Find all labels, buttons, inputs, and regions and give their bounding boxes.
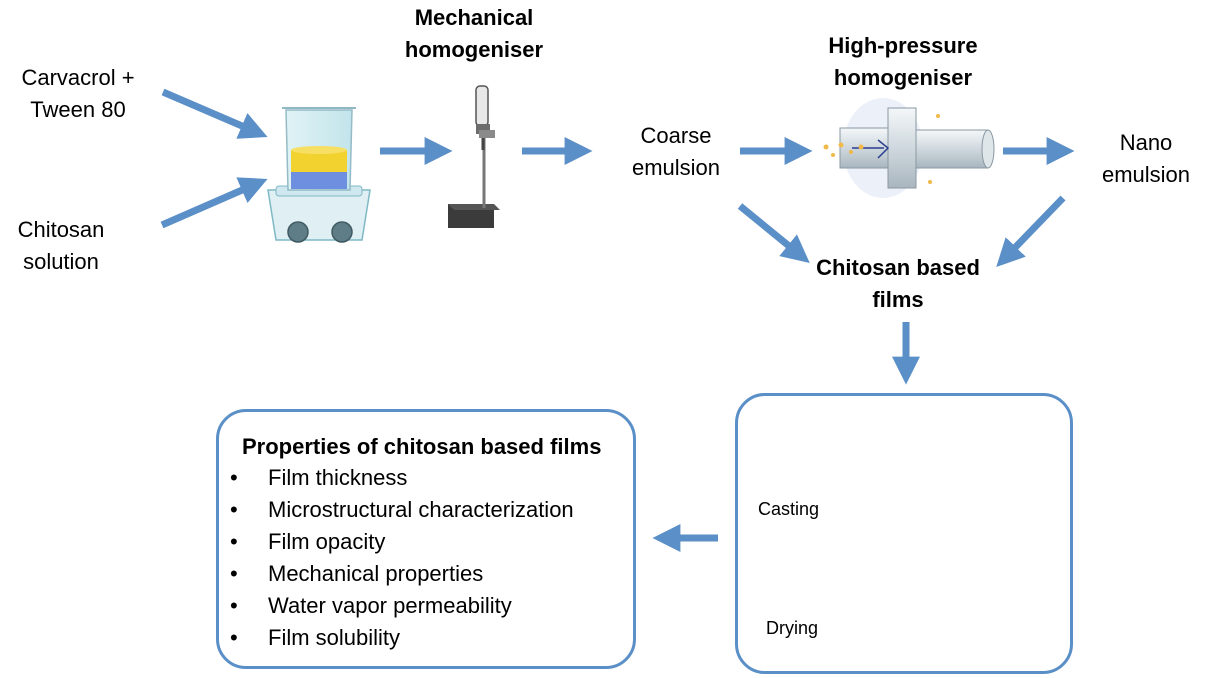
nano-line2: emulsion: [1101, 162, 1191, 187]
carvacrol-line1: Carvacrol +: [21, 65, 135, 90]
property-item-label: Film solubility: [268, 625, 401, 650]
chitosan-films-label: Chitosan based films: [808, 252, 988, 316]
mechanical-line2: homogeniser: [404, 37, 544, 62]
arrow-nano-to-films: [996, 195, 1066, 268]
coarse-line2: emulsion: [631, 155, 721, 180]
bullet-icon: •: [230, 465, 238, 490]
high-pressure-homogeniser-icon: [823, 98, 995, 198]
bullet-icon: •: [230, 497, 238, 522]
chitosan-line1: Chitosan: [17, 217, 105, 242]
arrow-chitosan-to-stirrer: [160, 177, 268, 229]
property-item-label: Water vapor permeability: [268, 593, 512, 618]
property-item-label: Microstructural characterization: [268, 497, 574, 522]
casting-drying-box: [735, 393, 1073, 674]
high-pressure-homogeniser-label: High-pressure homogeniser: [813, 30, 993, 94]
bullet-icon: •: [230, 529, 238, 554]
property-item-label: Film thickness: [268, 465, 408, 490]
property-item: • Microstructural characterization: [230, 494, 574, 526]
properties-box: [216, 409, 636, 669]
property-item: • Film opacity: [230, 526, 385, 558]
property-item: • Water vapor permeability: [230, 590, 512, 622]
chitosan-line2: solution: [23, 249, 99, 274]
high-pressure-line1: High-pressure: [828, 33, 978, 58]
nano-emulsion-label: Nano emulsion: [1084, 127, 1208, 191]
property-item: • Film solubility: [230, 622, 400, 654]
arrow-coarse-to-films: [737, 203, 810, 263]
coarse-emulsion-label: Coarse emulsion: [608, 120, 744, 184]
carvacrol-line2: Tween 80: [30, 97, 126, 122]
casting-label: Casting: [758, 499, 820, 519]
mechanical-homogeniser-icon: [448, 85, 500, 228]
property-item-label: Mechanical properties: [268, 561, 484, 586]
coarse-line1: Coarse: [640, 123, 712, 148]
magnetic-stirrer-icon: [267, 107, 371, 243]
bullet-icon: •: [230, 593, 238, 618]
carvacrol-label: Carvacrol + Tween 80: [8, 62, 148, 126]
nano-line1: Nano: [1119, 130, 1173, 155]
property-item: • Mechanical properties: [230, 558, 483, 590]
chitosan-label: Chitosan solution: [0, 214, 122, 278]
high-pressure-line2: homogeniser: [833, 65, 973, 90]
films-line2: films: [872, 287, 924, 312]
bullet-icon: •: [230, 561, 238, 586]
bullet-icon: •: [230, 625, 238, 650]
properties-title: Properties of chitosan based films: [242, 434, 602, 459]
mechanical-homogeniser-label: Mechanical homogeniser: [394, 2, 554, 66]
mechanical-line1: Mechanical: [414, 5, 534, 30]
property-item-label: Film opacity: [268, 529, 386, 554]
drying-label: Drying: [766, 618, 819, 638]
arrow-carvacrol-to-stirrer: [161, 88, 268, 139]
property-item: • Film thickness: [230, 462, 407, 494]
films-line1: Chitosan based: [816, 255, 980, 280]
